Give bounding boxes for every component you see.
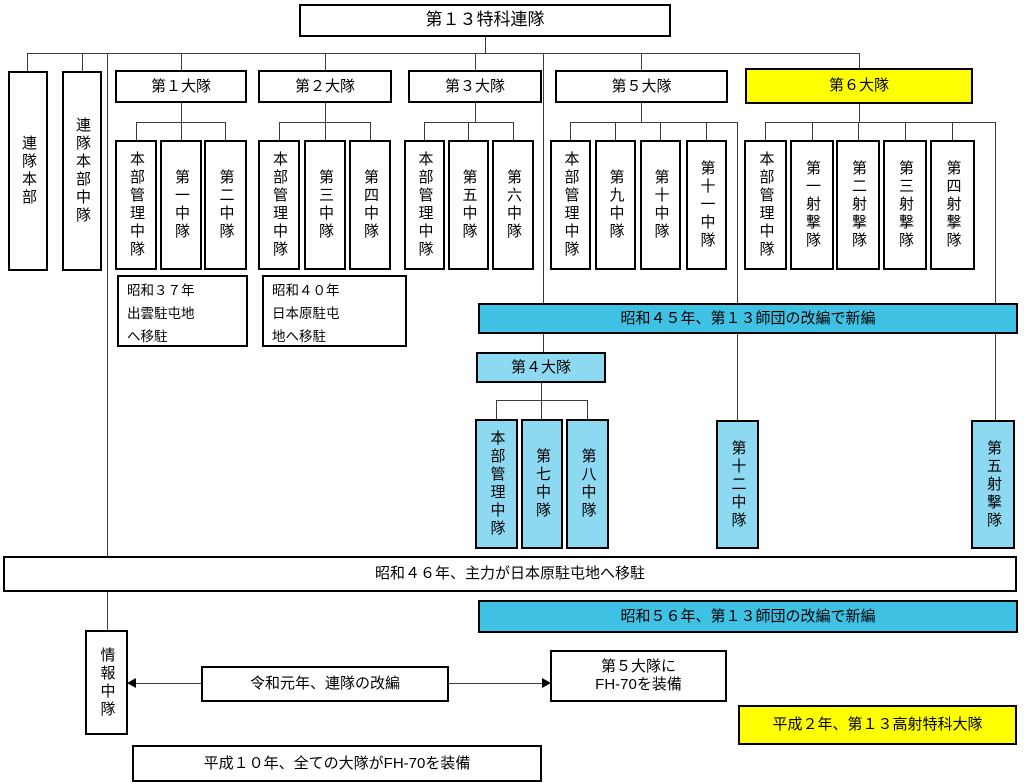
connector-stub-bn2	[325, 53, 326, 70]
connector-cstub	[279, 122, 280, 140]
company-box-5th-firing: 第五射撃隊	[971, 420, 1015, 549]
company-box: 第一射撃隊	[790, 140, 834, 270]
connector-cstub	[181, 122, 182, 140]
connector-stub-bn5	[641, 53, 642, 70]
regiment-hq-box: 連隊本部	[8, 71, 48, 271]
banner-showa45-reorg: 昭和４５年、第１３師団の改編で新編	[478, 303, 1018, 334]
company-box: 本部管理中隊	[475, 419, 518, 549]
note-heisei10-fh70-all: 平成１０年、全ての大隊がFH-70を装備	[132, 745, 542, 782]
connector-cstub	[858, 122, 859, 140]
battalion-5-box: 第５大隊	[555, 70, 728, 103]
battalion-3-box: 第３大隊	[408, 70, 542, 103]
company-box: 第八中隊	[566, 419, 609, 549]
connector-drop-12th-company	[737, 122, 738, 420]
intel-company-box: 情報中隊	[85, 630, 128, 735]
connector-rail-bn4	[496, 400, 588, 401]
connector-cstub	[952, 122, 953, 140]
connector-cstub	[541, 400, 542, 419]
company-box: 本部管理中隊	[404, 140, 445, 270]
company-box: 第三射撃隊	[883, 140, 927, 270]
connector-drop-bn1	[181, 103, 182, 122]
connector-rail-bn6	[765, 122, 996, 123]
connector-main-rail	[27, 53, 860, 54]
company-box: 第六中隊	[492, 140, 534, 270]
banner-showa56-reorg: 昭和５６年、第１３師団の改編で新編	[478, 600, 1018, 633]
company-box: 第二中隊	[204, 140, 247, 270]
company-box: 本部管理中隊	[258, 140, 300, 270]
note-showa40-relocation: 昭和４０年 日本原駐屯 地へ移駐	[262, 275, 407, 347]
regiment-root-box: 第１３特科連隊	[299, 4, 671, 37]
connector-cstub	[765, 122, 766, 140]
banner-showa46-relocation: 昭和４６年、主力が日本原駐屯地へ移駐	[3, 556, 1017, 592]
connector-cstub	[136, 122, 137, 140]
connector-cstub	[905, 122, 906, 140]
note-heisei2-aa-battalion: 平成２年、第１３高射特科大隊	[738, 705, 1017, 745]
arrow-line-right	[449, 683, 543, 684]
connector-cstub	[615, 122, 616, 140]
connector-cstub	[660, 122, 661, 140]
connector-drop-bn4	[541, 383, 542, 400]
company-box: 第九中隊	[595, 140, 636, 270]
connector-cstub	[706, 122, 707, 140]
company-box: 第四射撃隊	[930, 140, 975, 270]
company-box: 第一中隊	[160, 140, 202, 270]
connector-long-left-upper	[107, 53, 108, 556]
connector-cstub	[587, 400, 588, 419]
company-box: 第十中隊	[640, 140, 681, 270]
connector-long-mid-lower	[543, 334, 544, 352]
arrow-head-right-icon	[542, 678, 551, 688]
connector-drop-5th-firing	[995, 122, 996, 420]
company-box: 第七中隊	[521, 419, 563, 549]
company-box: 第三中隊	[304, 140, 346, 270]
connector-cstub	[370, 122, 371, 140]
connector-stub-bn3	[475, 53, 476, 70]
arrow-head-left-icon	[127, 678, 136, 688]
connector-cstub	[424, 122, 425, 140]
battalion-6-box: 第６大隊	[745, 68, 973, 104]
note-showa37-relocation: 昭和３７年 出雲駐屯地 へ移駐	[117, 275, 248, 347]
connector-drop-bn5	[641, 103, 642, 122]
battalion-2-box: 第２大隊	[258, 70, 392, 103]
connector-cstub	[812, 122, 813, 140]
company-box-12th: 第十二中隊	[716, 420, 759, 549]
connector-root-drop	[485, 36, 486, 53]
company-box: 第二射撃隊	[836, 140, 880, 270]
connector-cstub	[513, 122, 514, 140]
connector-drop-bn6	[859, 104, 860, 122]
connector-rail-bn5	[570, 122, 738, 123]
connector-cstub	[496, 400, 497, 419]
connector-rail-bn3	[424, 122, 514, 123]
note-reiwa-reorg: 令和元年、連隊の改編	[201, 666, 449, 702]
company-box: 第四中隊	[349, 140, 391, 270]
connector-cstub	[225, 122, 226, 140]
battalion-4-box: 第４大隊	[476, 352, 606, 383]
regiment-hq-company-box: 連隊本部中隊	[62, 71, 102, 271]
company-box: 第十一中隊	[686, 140, 727, 270]
company-box: 本部管理中隊	[550, 140, 591, 270]
company-box: 本部管理中隊	[115, 140, 157, 270]
connector-stub-hq-company	[82, 53, 83, 71]
connector-drop-bn2	[325, 103, 326, 122]
connector-long-left-lower	[107, 592, 108, 630]
connector-stub-bn1	[181, 53, 182, 70]
connector-cstub	[325, 122, 326, 140]
connector-stub-hq	[27, 53, 28, 71]
connector-cstub	[570, 122, 571, 140]
connector-long-mid-upper	[543, 53, 544, 303]
company-box: 本部管理中隊	[744, 140, 787, 270]
connector-cstub	[468, 122, 469, 140]
note-fh70-bn5: 第５大隊に FH-70を装備	[550, 650, 727, 702]
battalion-1-box: 第１大隊	[115, 70, 247, 103]
company-box: 第五中隊	[448, 140, 489, 270]
connector-drop-bn3	[475, 103, 476, 122]
arrow-line-left	[135, 683, 201, 684]
connector-stub-bn6	[859, 53, 860, 68]
